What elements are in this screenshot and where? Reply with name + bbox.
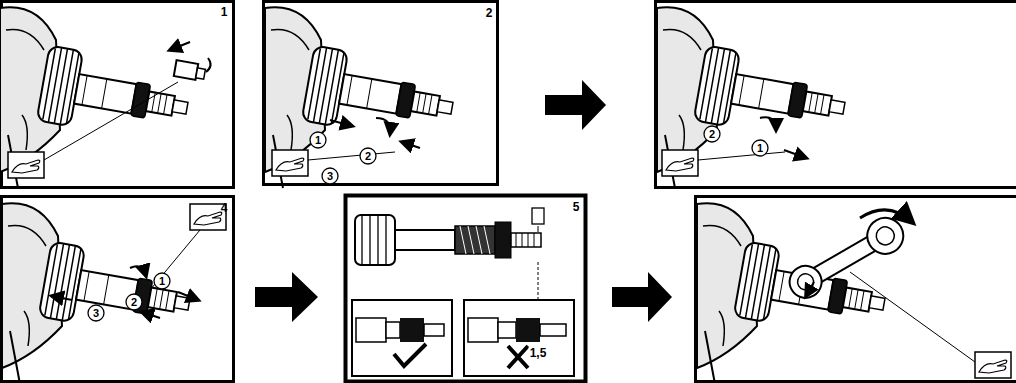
callout-number: 3 — [93, 308, 99, 319]
callout-number: 1 — [757, 143, 763, 154]
callout-number: 2 — [709, 129, 715, 140]
dimension-label: 1,5 — [529, 347, 548, 359]
panel-number: 1 — [221, 6, 228, 18]
callout-number: 3 — [327, 171, 333, 182]
callout-number: 1 — [159, 276, 165, 287]
callout-number: 2 — [365, 151, 371, 162]
panel-number: 4 — [221, 202, 228, 214]
callout-number: 1 — [315, 135, 321, 146]
callout-number: 2 — [131, 297, 137, 308]
panel-number: 5 — [573, 201, 580, 213]
panel-number: 2 — [486, 7, 493, 19]
